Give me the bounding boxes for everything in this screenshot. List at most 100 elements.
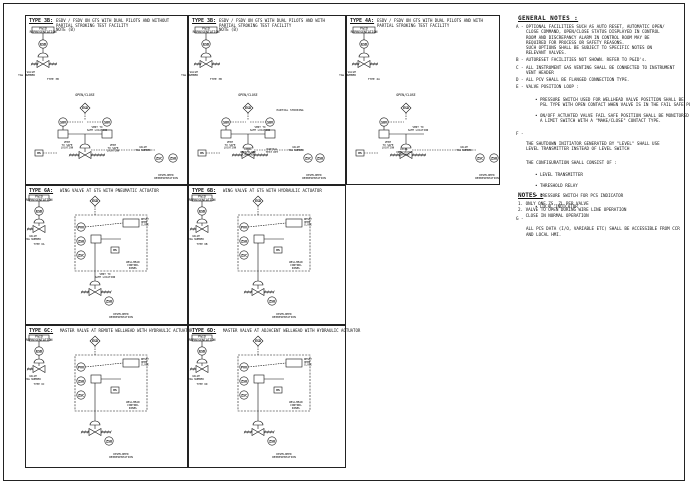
pipe-hatch [243,290,246,294]
label-line: TAG NUMBER [181,73,198,77]
label-line: CLOSE [304,363,312,367]
label-line: CLOSE [141,223,149,227]
pipe-hatch [272,430,275,434]
panel-title: TYPE 3B: [29,18,54,24]
type-label: TYPE 6B [197,242,208,246]
pipe-hatch [357,62,360,66]
esd-tag: ESD [203,42,209,46]
pipe-hatch [269,430,272,434]
hs-box [110,386,120,394]
label-line: VALVE [292,145,300,149]
label-line: TAG NUMBER [456,148,472,152]
label-line: VALVE [29,234,37,238]
zsc-tag: ZSC [241,253,247,257]
label-line: SAFE LOCATION [408,128,429,132]
pid-valve [32,224,46,234]
control-panel-boundary [237,354,311,412]
pipe-hatch [392,153,395,157]
zso-bubble [315,153,325,163]
pipe-hatch [417,153,420,157]
actuator-dome [37,52,49,58]
panel-title: TYPE 6D: [192,328,217,334]
solenoid-box [101,129,113,139]
control-panel-boundary [74,354,148,412]
note-e-sub-1: PRESSURE SWITCH USED FOR WELLHEAD VALVE … [526,97,690,107]
label-line: REPRESENTATION [154,176,178,180]
zso-dev-tag: ZSO [106,299,112,303]
panel-description: WING VALVE AT GTS WITH PNEUMATIC ACTUATO… [60,188,159,193]
panel-description: MASTER VALVE AT ADJACENT WELLHEAD WITH H… [223,328,361,333]
pipe-hatch [253,153,256,157]
zsc-bubble [76,390,86,400]
label-line: WELLHEAD [126,260,140,264]
pipe-hatch [246,290,249,294]
label-line: DEVELOPED [479,173,494,177]
panel-note: NOTE (B) [219,27,239,32]
panel-title: TYPE 6B: [192,188,217,194]
pipe-hatch [80,290,83,294]
pipe-hatch [26,367,29,371]
config-intro: THE CONFIGURATION SHALL CONSIST OF : [526,159,617,165]
pipe-hatch [266,290,269,294]
pipe-hatch [231,153,234,157]
label-line: OPEN [141,360,148,364]
notes: NOTES : 1. ONLY ONE ZS, ZL PER VALVE 2. … [516,192,682,219]
pipe-hatch [249,290,252,294]
label-line: REPRESENTATION [26,198,53,202]
pipe-hatch [262,153,265,157]
solenoid-box [90,234,102,244]
hs-tag: HS [37,151,41,155]
pipe-hatch [106,430,109,434]
zsc-tag: ZSC [305,156,311,160]
solenoid-box [253,374,265,384]
pipe-hatch [354,62,357,66]
sov-2-tag: SOV [104,120,110,124]
notes-title: NOTES : [518,192,544,199]
pipe-hatch [246,430,249,434]
zsc-tag: ZSC [241,393,247,397]
pipe-hatch [29,227,32,231]
note-text: OPTIONAL FACILITIES SUCH AS AUTO RESET, … [526,24,665,56]
zso-tag: ZSO [78,239,84,243]
general-notes: GENERAL NOTES : A -OPTIONAL FACILITIES S… [516,15,690,239]
label-line: VALVE [348,70,357,74]
esd-tag: ESD [36,209,42,213]
label-line: P&ID [198,335,206,339]
label-line: OPEN [304,220,311,224]
zso-dev-bubble [267,436,277,446]
pipe-hatch [48,62,51,66]
pipe-hatch [369,62,372,66]
zso-dev-tag: ZSO [269,299,275,303]
zso-bubble [489,153,499,163]
label-line: REPRESENTATION [109,315,133,319]
control-panel-boundary [237,214,311,272]
general-note-item: D -ALL PCV SHALL BE FLANGED CONNECTION T… [516,77,682,82]
panel-type-3b: TYPE 3B: ESDV / FSDV ON GTS WITH DUAL PI… [25,15,188,185]
hs-tag: HS [276,388,280,392]
note-item-1: 1. ONLY ONE ZS, ZL PER VALVE [518,201,589,207]
label-line: WELLHEAD [126,400,140,404]
pipe-hatch [106,290,109,294]
main-valve [88,287,102,297]
pipe-hatch [100,430,103,434]
actuator-dome [33,358,45,364]
pipe-hatch [192,227,195,231]
note-key: D - [516,77,524,83]
pipe-hatch [217,62,220,66]
pvv-tag: PVV [241,225,247,229]
label-line: REPRESENTATION [189,338,216,342]
